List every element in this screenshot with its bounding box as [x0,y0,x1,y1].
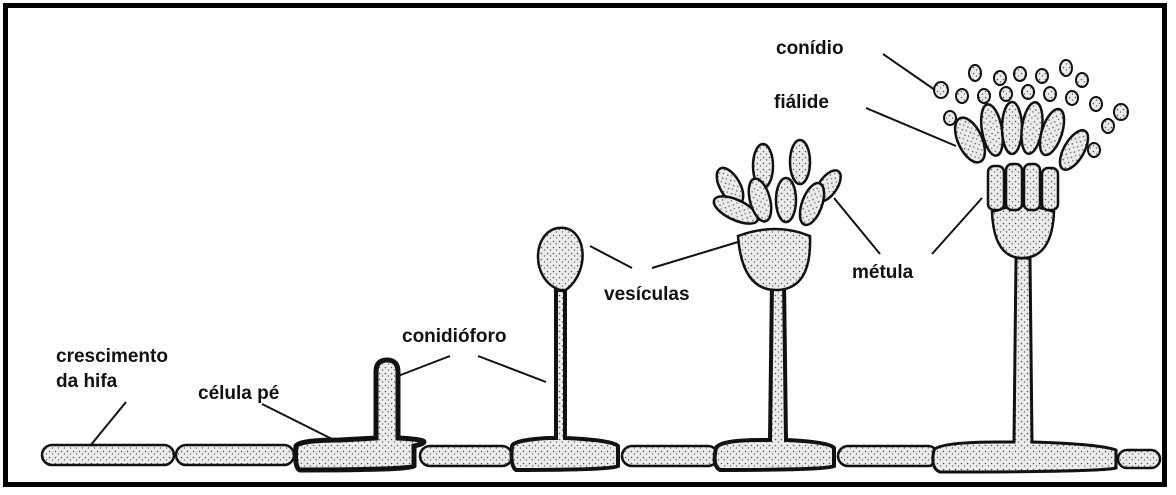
leader-conidiophore-2 [478,356,546,382]
leader-metula-2 [932,198,982,254]
leader-phialide [866,108,956,146]
label-conidiophore: conidióforo [402,326,506,347]
metula-cell [988,166,1004,210]
metula-cell [1024,164,1040,210]
stage-4-mature-head [933,60,1128,472]
leader-conidium [883,54,935,90]
label-metula: métula [852,262,914,283]
stage-2-vesicle [512,228,619,470]
label-hyphal-growth-1: crescimento [56,346,168,367]
leader-vesicles-1 [590,246,632,268]
label-phialide: fiálide [774,92,829,113]
leader-hyphal-growth [90,402,126,446]
hypha-cell [1118,450,1160,468]
label-conidium: conídio [776,38,844,59]
label-vesicles: vesículas [604,284,690,305]
leader-foot-cell [262,404,334,440]
hypha-cell [176,445,294,465]
leader-conidiophore-1 [398,356,450,376]
hypha-cell [420,446,512,466]
label-hyphal-growth-2: da hifa [56,371,118,392]
metula-cell [1006,164,1022,210]
hypha-cell [42,445,174,465]
label-foot-cell: célula pé [198,383,279,404]
stage-1-foot-cell [296,360,424,470]
hypha-cell [622,446,718,466]
metula-cell [1042,168,1058,210]
stage-3-metulae [710,140,846,470]
leader-metula-1 [834,198,880,254]
hypha-cell [838,446,938,466]
leader-vesicles-2 [652,242,738,268]
